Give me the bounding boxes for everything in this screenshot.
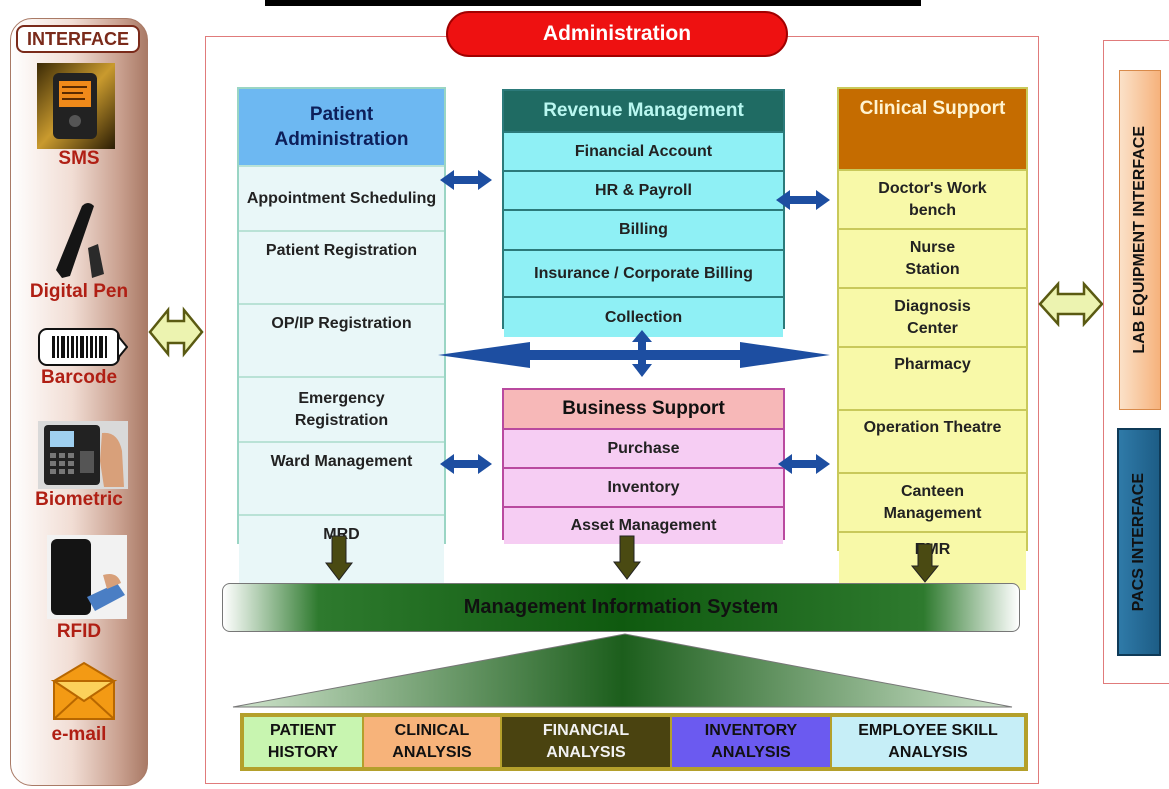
patient-admin-item: Ward Management bbox=[239, 441, 444, 514]
central-vertical-arrow bbox=[632, 330, 652, 377]
analysis-financial: FINANCIAL ANALYSIS bbox=[502, 717, 670, 767]
business-item: Asset Management bbox=[504, 506, 783, 544]
patient-admin-item: Emergency Registration bbox=[239, 376, 444, 441]
analysis-clinical: CLINICAL ANALYSIS bbox=[364, 717, 500, 767]
revenue-management-title: Revenue Management bbox=[504, 91, 783, 131]
central-horizontal-arrow bbox=[438, 342, 830, 368]
interface-label-email: e-mail bbox=[51, 724, 107, 745]
business-item: Purchase bbox=[504, 428, 783, 467]
mobile-phone-icon bbox=[37, 63, 115, 149]
barcode-icon bbox=[38, 328, 128, 366]
business-support-panel: Business Support Purchase Inventory Asse… bbox=[502, 388, 785, 544]
revenue-item: Financial Account bbox=[504, 131, 783, 170]
pacs-interface-label: PACS INTERFACE bbox=[1130, 472, 1147, 612]
lab-equipment-interface-label: LAB EQUIPMENT INTERFACE bbox=[1131, 126, 1148, 354]
revenue-management-panel: Revenue Management Financial Account HR … bbox=[502, 89, 785, 337]
administration-title: Administration bbox=[446, 11, 788, 57]
patient-admin-item: OP/IP Registration bbox=[239, 303, 444, 376]
lab-equipment-interface-box: LAB EQUIPMENT INTERFACE bbox=[1119, 70, 1161, 410]
interface-double-arrow bbox=[148, 306, 204, 358]
clinical-support-title: Clinical Support bbox=[839, 89, 1026, 169]
down-arrow-business bbox=[612, 535, 642, 580]
patient-admin-item: Patient Registration bbox=[239, 230, 444, 303]
patient-administration-title: Patient Administration bbox=[239, 89, 444, 165]
double-arrow-patient-revenue bbox=[440, 170, 492, 190]
analysis-employee-skill: EMPLOYEE SKILL ANALYSIS bbox=[832, 717, 1024, 767]
revenue-item: Collection bbox=[504, 296, 783, 337]
patient-admin-item: Appointment Scheduling bbox=[239, 165, 444, 230]
revenue-item: Insurance / Corporate Billing bbox=[504, 249, 783, 296]
clinical-support-panel: Clinical Support Doctor's Work bench Nur… bbox=[837, 87, 1028, 590]
interface-label-sms: SMS bbox=[58, 148, 100, 169]
external-interfaces-frame bbox=[1103, 40, 1169, 684]
double-arrow-business-clinical bbox=[778, 454, 830, 474]
clinical-item: Operation Theatre bbox=[839, 409, 1026, 472]
biometric-scanner-icon bbox=[38, 421, 128, 489]
email-envelope-icon bbox=[50, 657, 118, 723]
double-arrow-revenue-clinical bbox=[776, 190, 830, 210]
revenue-item: HR & Payroll bbox=[504, 170, 783, 209]
revenue-item: Billing bbox=[504, 209, 783, 249]
business-support-title: Business Support bbox=[504, 390, 783, 428]
down-arrow-patient bbox=[324, 535, 354, 581]
interface-label-rfid: RFID bbox=[56, 621, 102, 642]
business-item: Inventory bbox=[504, 467, 783, 506]
rfid-reader-icon bbox=[47, 535, 127, 619]
clinical-item: Canteen Management bbox=[839, 472, 1026, 531]
clinical-item: Nurse Station bbox=[839, 228, 1026, 287]
analysis-patient-history: PATIENT HISTORY bbox=[244, 717, 362, 767]
pacs-interface-box: PACS INTERFACE bbox=[1117, 428, 1161, 656]
interface-label-biometric: Biometric bbox=[35, 489, 123, 510]
mis-pyramid bbox=[232, 633, 1013, 708]
clinical-item: Doctor's Work bench bbox=[839, 169, 1026, 228]
down-arrow-clinical bbox=[910, 543, 940, 583]
analysis-row: PATIENT HISTORY CLINICAL ANALYSIS FINANC… bbox=[240, 713, 1028, 771]
interface-label-digital-pen: Digital Pen bbox=[29, 281, 129, 302]
clinical-item: Diagnosis Center bbox=[839, 287, 1026, 346]
interface-label-barcode: Barcode bbox=[40, 367, 118, 388]
mis-bar: Management Information System bbox=[222, 583, 1020, 632]
interface-title: INTERFACE bbox=[16, 25, 140, 53]
digital-pen-icon bbox=[48, 200, 110, 280]
top-rule bbox=[265, 0, 921, 6]
clinical-item: Pharmacy bbox=[839, 346, 1026, 409]
double-arrow-patient-business bbox=[440, 454, 492, 474]
lab-interface-double-arrow bbox=[1038, 280, 1104, 328]
analysis-inventory: INVENTORY ANALYSIS bbox=[672, 717, 830, 767]
